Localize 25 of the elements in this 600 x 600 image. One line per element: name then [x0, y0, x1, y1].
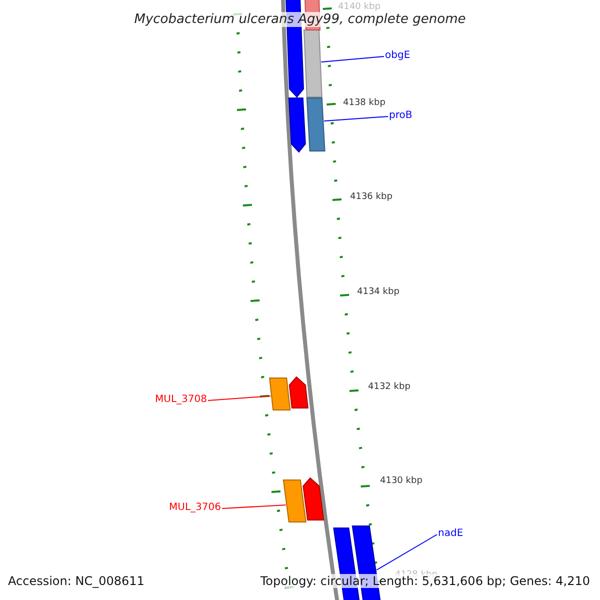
leader-line — [324, 116, 388, 122]
gene-feature — [282, 480, 306, 522]
scale-label: 4140 kbp — [338, 2, 380, 12]
scale-label: 4134 kbp — [357, 287, 400, 297]
info-text: Accession: NC_008611 — [8, 574, 144, 588]
gene-label: proB — [389, 110, 412, 121]
leader-line — [208, 396, 272, 401]
title: Mycobacterium ulcerans Agy99, complete genome — [134, 12, 466, 27]
leader-line — [222, 504, 286, 509]
gene-feature — [288, 376, 308, 408]
scale-label: 4132 kbp — [368, 382, 410, 392]
gene-feature — [288, 98, 306, 153]
gene-label: obgE — [385, 50, 410, 61]
scale-label: 4130 kbp — [380, 476, 422, 486]
leader-line — [376, 534, 438, 570]
scale-label: 4138 kbp — [343, 98, 386, 108]
gene-feature — [269, 378, 291, 410]
gene-label: MUL_3706 — [169, 502, 221, 513]
gene-feature — [303, 30, 322, 98]
gene-label: nadE — [438, 528, 464, 539]
scale-label: 4136 kbp — [350, 192, 392, 202]
gene-label: MUL_3708 — [155, 394, 207, 405]
leader-line — [320, 56, 384, 62]
gene-feature — [306, 98, 326, 152]
gene-feature — [302, 477, 324, 520]
